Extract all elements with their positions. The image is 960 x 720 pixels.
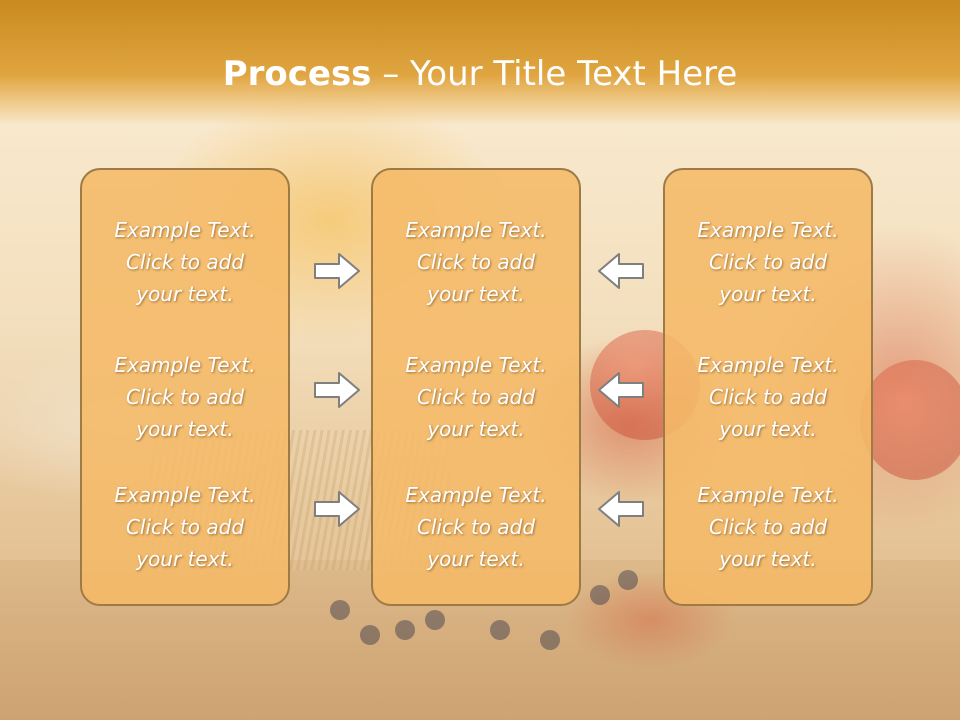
text-line: Example Text. bbox=[697, 483, 839, 507]
text-placeholder[interactable]: Example Text. Click to add your text. bbox=[665, 214, 871, 310]
text-line: Example Text. bbox=[697, 218, 839, 242]
text-line: Click to add bbox=[708, 250, 828, 274]
text-line: your text. bbox=[719, 282, 817, 306]
text-placeholder[interactable]: Example Text. Click to add your text. bbox=[373, 349, 579, 445]
background-peppercorn bbox=[360, 625, 380, 645]
text-line: Click to add bbox=[416, 515, 536, 539]
arrow-right-icon bbox=[314, 372, 360, 408]
text-line: your text. bbox=[136, 547, 234, 571]
text-line: Example Text. bbox=[405, 483, 547, 507]
background-peppercorn bbox=[425, 610, 445, 630]
arrow-right-icon bbox=[314, 253, 360, 289]
text-line: Click to add bbox=[416, 385, 536, 409]
background-peppercorn bbox=[395, 620, 415, 640]
text-line: Click to add bbox=[125, 250, 245, 274]
text-line: your text. bbox=[427, 547, 525, 571]
text-line: your text. bbox=[136, 417, 234, 441]
text-line: Example Text. bbox=[405, 353, 547, 377]
text-line: Example Text. bbox=[405, 218, 547, 242]
text-line: your text. bbox=[136, 282, 234, 306]
arrow-right-icon bbox=[314, 491, 360, 527]
text-line: Example Text. bbox=[114, 218, 256, 242]
text-line: Example Text. bbox=[114, 353, 256, 377]
background-peppercorn bbox=[540, 630, 560, 650]
slide-title-bold: Process bbox=[222, 54, 372, 94]
text-line: your text. bbox=[719, 547, 817, 571]
background-peppercorn bbox=[330, 600, 350, 620]
background-peppercorn bbox=[618, 570, 638, 590]
text-placeholder[interactable]: Example Text. Click to add your text. bbox=[82, 349, 288, 445]
text-line: Click to add bbox=[416, 250, 536, 274]
slide-title[interactable]: Process – Your Title Text Here bbox=[0, 52, 960, 96]
arrow-left-icon bbox=[598, 491, 644, 527]
background-peppercorn bbox=[590, 585, 610, 605]
text-line: your text. bbox=[719, 417, 817, 441]
background-tomato bbox=[860, 360, 960, 480]
text-placeholder[interactable]: Example Text. Click to add your text. bbox=[82, 479, 288, 575]
text-line: Click to add bbox=[125, 515, 245, 539]
process-column-middle: Example Text. Click to add your text. Ex… bbox=[371, 168, 581, 606]
arrow-left-icon bbox=[598, 372, 644, 408]
text-line: your text. bbox=[427, 282, 525, 306]
text-line: Example Text. bbox=[697, 353, 839, 377]
text-placeholder[interactable]: Example Text. Click to add your text. bbox=[665, 479, 871, 575]
text-line: your text. bbox=[427, 417, 525, 441]
process-column-right: Example Text. Click to add your text. Ex… bbox=[663, 168, 873, 606]
slide-title-rest: – Your Title Text Here bbox=[371, 54, 738, 94]
text-placeholder[interactable]: Example Text. Click to add your text. bbox=[82, 214, 288, 310]
text-line: Click to add bbox=[708, 515, 828, 539]
text-line: Click to add bbox=[125, 385, 245, 409]
text-placeholder[interactable]: Example Text. Click to add your text. bbox=[373, 214, 579, 310]
text-line: Example Text. bbox=[114, 483, 256, 507]
arrow-left-icon bbox=[598, 253, 644, 289]
title-band bbox=[0, 0, 960, 125]
text-line: Click to add bbox=[708, 385, 828, 409]
background-peppercorn bbox=[490, 620, 510, 640]
text-placeholder[interactable]: Example Text. Click to add your text. bbox=[373, 479, 579, 575]
text-placeholder[interactable]: Example Text. Click to add your text. bbox=[665, 349, 871, 445]
process-column-left: Example Text. Click to add your text. Ex… bbox=[80, 168, 290, 606]
